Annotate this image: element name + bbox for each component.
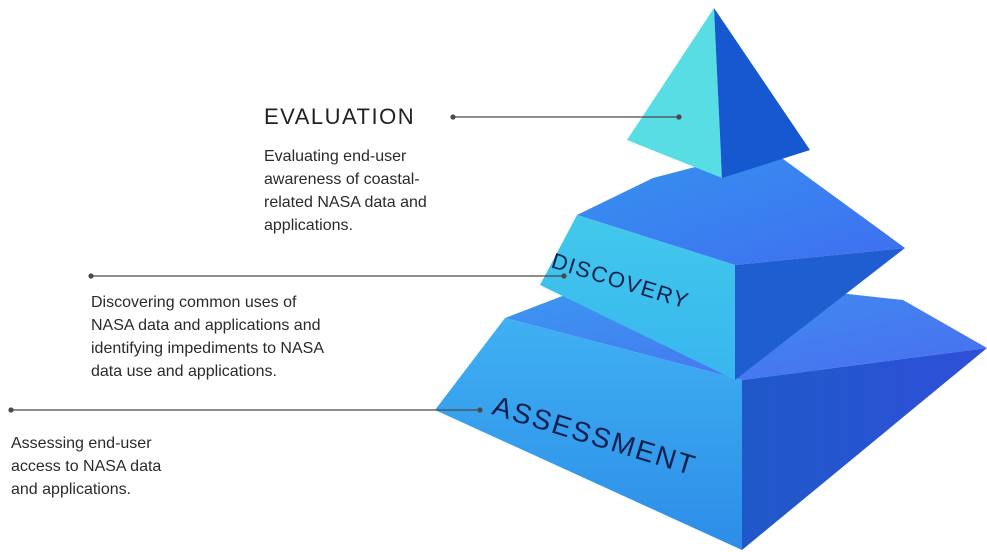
evaluation-connector-dot-start (450, 114, 456, 120)
connector-lines (8, 114, 682, 413)
evaluation-title: EVALUATION (264, 104, 416, 129)
discovery-top-face (577, 148, 905, 265)
evaluation-description: Evaluating end-user awareness of coastal… (264, 148, 427, 234)
evaluation-left-face (627, 8, 722, 178)
assessment-right-face (742, 348, 987, 550)
evaluation-right-face (714, 8, 810, 178)
assessment-front-face (435, 318, 742, 550)
discovery-front-face (540, 215, 735, 380)
assessment-connector-dot-end (477, 407, 483, 413)
discovery-connector-dot-end (561, 273, 567, 279)
assessment-connector-dot-start (8, 407, 14, 413)
evaluation-connector-dot-end (676, 114, 682, 120)
discovery-description: Discovering common uses of NASA data and… (91, 294, 324, 380)
evaluation-tier (627, 8, 810, 178)
assessment-description: Assessing end-user access to NASA data a… (11, 435, 162, 498)
discovery-connector-dot-start (88, 273, 94, 279)
discovery-tier (540, 148, 905, 380)
discovery-right-face (735, 248, 905, 380)
